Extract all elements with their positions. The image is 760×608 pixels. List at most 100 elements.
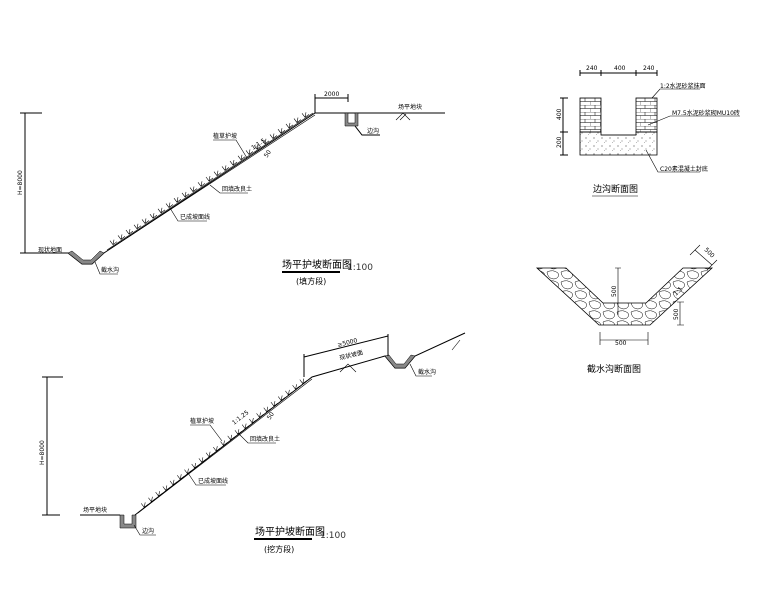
grass-mark	[213, 446, 221, 452]
slope-ratio: 1:1	[672, 286, 684, 298]
leader	[94, 261, 118, 275]
grass-mark	[155, 491, 163, 497]
grass-mark	[277, 395, 286, 402]
dim-top-mid: 400	[614, 65, 626, 72]
label-backfill: 回填改良土	[222, 185, 252, 193]
grass-mark	[270, 401, 279, 407]
brick-wall-right	[635, 97, 658, 133]
grass-mark	[301, 112, 310, 119]
grass-marks	[140, 378, 307, 509]
ground-hatch-icon	[339, 339, 461, 373]
grass-mark	[141, 218, 150, 225]
grass-mark	[253, 144, 262, 150]
grass-mark	[149, 213, 158, 219]
dim-depth: 500	[611, 285, 618, 297]
intercept-ditch-detail: 500 1:1 500 500 500 截水沟断面图	[535, 244, 718, 375]
grass-mark	[261, 138, 270, 145]
label-intercept: 截水沟	[418, 368, 436, 376]
side-ditch	[344, 112, 359, 127]
concrete-base	[579, 131, 658, 156]
leader	[237, 432, 276, 444]
leaders	[645, 88, 740, 173]
dim-top-left: 240	[586, 65, 598, 72]
dim-lines	[599, 244, 718, 345]
grass-mark	[189, 186, 198, 193]
grass-mark	[125, 229, 134, 235]
grass-mark	[293, 117, 302, 124]
leader	[169, 207, 207, 222]
label-existing-slope: 现状坡面	[339, 348, 364, 362]
grass-mark	[191, 462, 199, 469]
grass-marks	[109, 112, 310, 246]
dim-bottom: 500	[615, 340, 627, 347]
label-side-ditch: 边沟	[142, 527, 154, 535]
grass-mark	[285, 389, 293, 396]
fill-scale: 1:100	[347, 263, 373, 273]
side-ditch	[119, 514, 137, 529]
grass-mark	[285, 122, 294, 129]
grass-mark	[213, 170, 222, 177]
height-dim-line	[42, 376, 63, 516]
stone-lining	[535, 267, 714, 326]
top-dim: ≥5000	[337, 337, 359, 349]
leader	[209, 184, 248, 194]
grass-mark	[269, 133, 278, 140]
cut-title: 场平护坡断面图	[255, 525, 325, 538]
grass-mark	[162, 485, 171, 492]
leader	[213, 139, 248, 159]
label-backfill: 回填改良土	[250, 435, 280, 443]
label-grass: 植草护坡	[213, 132, 237, 140]
grass-mark	[227, 434, 235, 441]
grass-mark	[148, 496, 156, 503]
grass-mark	[117, 234, 126, 241]
grass-mark	[157, 207, 166, 214]
grass-mark	[165, 202, 174, 209]
grass-mark	[109, 239, 118, 246]
fill-subtitle: (填方段)	[296, 276, 326, 286]
label-ground: 现状地面	[38, 246, 62, 254]
grass-mark	[221, 165, 230, 172]
grass-mark	[241, 423, 250, 430]
dim-top-right: 240	[643, 65, 655, 72]
dim-lines	[560, 70, 658, 156]
grass-mark	[237, 154, 246, 161]
slope-thick: 50	[266, 411, 276, 421]
grass-mark	[205, 175, 214, 182]
grass-mark	[299, 378, 307, 385]
intercept-ditch-stones	[384, 354, 416, 369]
slope-layer	[106, 112, 316, 251]
intercept-ditch-title: 截水沟断面图	[587, 363, 641, 375]
dim-left-upper: 400	[556, 108, 563, 120]
ground-hatch-icon	[395, 112, 411, 121]
dim-left-lower: 200	[556, 136, 563, 148]
label-intercept: 截水沟	[101, 266, 119, 274]
leader	[133, 524, 156, 536]
grass-mark	[277, 128, 286, 134]
brick-wall-left	[579, 97, 602, 133]
note-plaster: 1:2水泥砂浆抹面	[660, 82, 706, 90]
grass-mark	[198, 457, 207, 464]
grass-mark	[249, 417, 257, 424]
grass-mark	[140, 502, 149, 509]
label-platform: 场平地块	[398, 103, 422, 111]
fill-title: 场平护坡断面图	[282, 258, 352, 271]
label-slope-line: 已成坡面线	[198, 477, 228, 485]
dim-side: 500	[673, 308, 680, 320]
slope-thick: 50	[263, 149, 273, 159]
note-brick: M7.5水泥砂浆砌MU10砖	[672, 109, 740, 117]
grass-mark	[181, 191, 190, 198]
label-slope-line: 已成坡面线	[180, 213, 210, 221]
height-dim-line	[20, 112, 42, 254]
leader	[409, 363, 432, 377]
grass-mark	[177, 474, 185, 480]
fill-section: H=8000 2000 场平地块 边沟 植草护坡 1:1.5 50 回填改良土 …	[17, 91, 445, 286]
label-side-ditch: 边沟	[367, 127, 379, 135]
grass-mark	[169, 479, 178, 486]
grass-mark	[256, 412, 264, 419]
height-dim: H=8000	[39, 440, 46, 465]
grass-mark	[245, 149, 254, 156]
grass-mark	[173, 197, 182, 203]
top-dim-line	[314, 94, 380, 136]
note-concrete: C20素混凝土封底	[660, 165, 708, 173]
